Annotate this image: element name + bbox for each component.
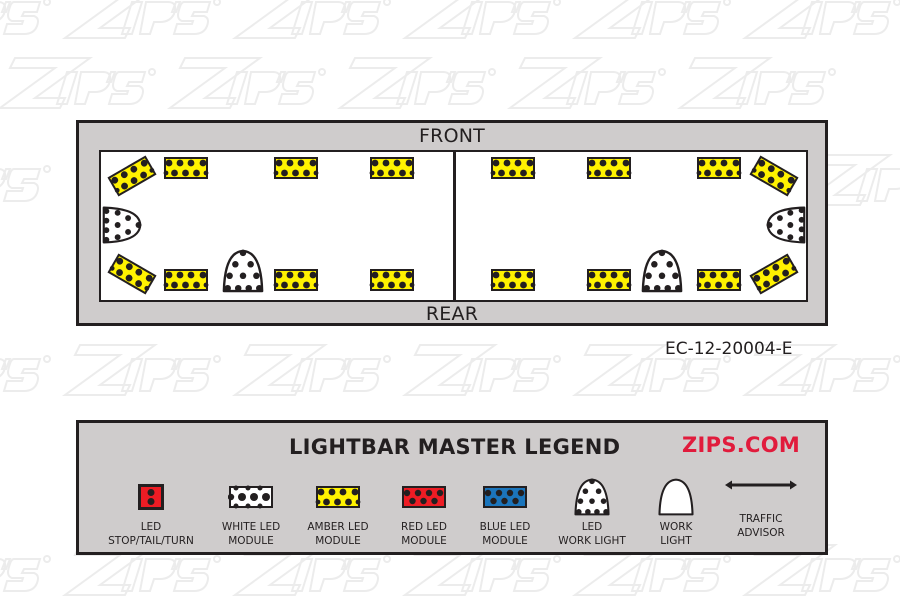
amber-led-module-rear-5 [490,268,536,292]
rear-label: REAR [425,303,479,325]
legend-item-stop-tail-turn: LED STOP/TAIL/TURN [96,478,206,548]
amber-led-module-front-left-corner [109,164,155,188]
part-number-label: EC-12-20004-E [665,339,793,359]
front-label: FRONT [419,125,485,147]
legend-label: LED [140,521,162,533]
amber-led-module-front-2 [273,156,319,180]
legend-label: WHITE LED [221,521,281,533]
legend-item-red-led-module: RED LED MODULE [369,478,479,548]
amber-led-module-rear-left-corner [109,262,155,286]
amber-led-module-front-3 [369,156,415,180]
led-work-light-icon [573,478,611,516]
amber-led-module-rear-4 [369,268,415,292]
lightbar-legend: LIGHTBAR MASTER LEGEND ZIPS.COM LED STOP… [76,420,828,555]
legend-label: MODULE [228,535,274,547]
amber-led-module-rear-1 [163,268,209,292]
amber-led-module-front-1 [163,156,209,180]
blue-led-module-icon [482,485,528,509]
legend-label: MODULE [482,535,528,547]
legend-label: TRAFFIC [739,513,783,525]
legend-label: LED [581,521,603,533]
legend-label: ADVISOR [737,527,785,539]
legend-label: AMBER LED [307,521,369,533]
red-led-module-icon [401,485,447,509]
legend-item-amber-led-module: AMBER LED MODULE [283,478,393,548]
legend-item-white-led-module: WHITE LED MODULE [196,478,306,548]
lightbar-interior [99,150,808,302]
stop-tail-turn-icon [138,484,164,510]
amber-led-module-rear-3 [273,268,319,292]
amber-led-module-rear-right-corner [751,262,797,286]
center-divider [453,152,456,300]
legend-label: MODULE [401,535,447,547]
legend-item-led-work-light: LED WORK LIGHT [537,478,647,548]
legend-label: STOP/TAIL/TURN [108,535,194,547]
work-light-icon [658,478,694,516]
legend-label: BLUE LED [479,521,531,533]
legend-label: LIGHT [660,535,692,547]
led-work-light-rear-7 [640,249,684,293]
led-work-light-right-end [764,205,808,245]
legend-label: MODULE [315,535,361,547]
traffic-advisor-icon [725,480,797,490]
led-work-light-left-end [100,205,144,245]
amber-led-module-icon [315,485,361,509]
legend-item-work-light: WORK LIGHT [621,478,731,548]
legend-title: LIGHTBAR MASTER LEGEND [289,435,621,459]
legend-item-blue-led-module: BLUE LED MODULE [450,478,560,548]
zips-com-link[interactable]: ZIPS.COM [682,433,801,457]
legend-label: RED LED [401,521,447,533]
amber-led-module-front-6 [696,156,742,180]
amber-led-module-rear-8 [696,268,742,292]
amber-led-module-rear-6 [586,268,632,292]
amber-led-module-front-5 [586,156,632,180]
legend-item-traffic-advisor: TRAFFIC ADVISOR [706,478,816,540]
white-led-module-icon [228,485,274,509]
legend-label: WORK LIGHT [558,535,626,547]
amber-led-module-front-4 [490,156,536,180]
amber-led-module-front-right-corner [751,164,797,188]
led-work-light-rear-2 [221,249,265,293]
legend-label: WORK [659,521,693,533]
lightbar-diagram: FRONT [76,120,828,326]
